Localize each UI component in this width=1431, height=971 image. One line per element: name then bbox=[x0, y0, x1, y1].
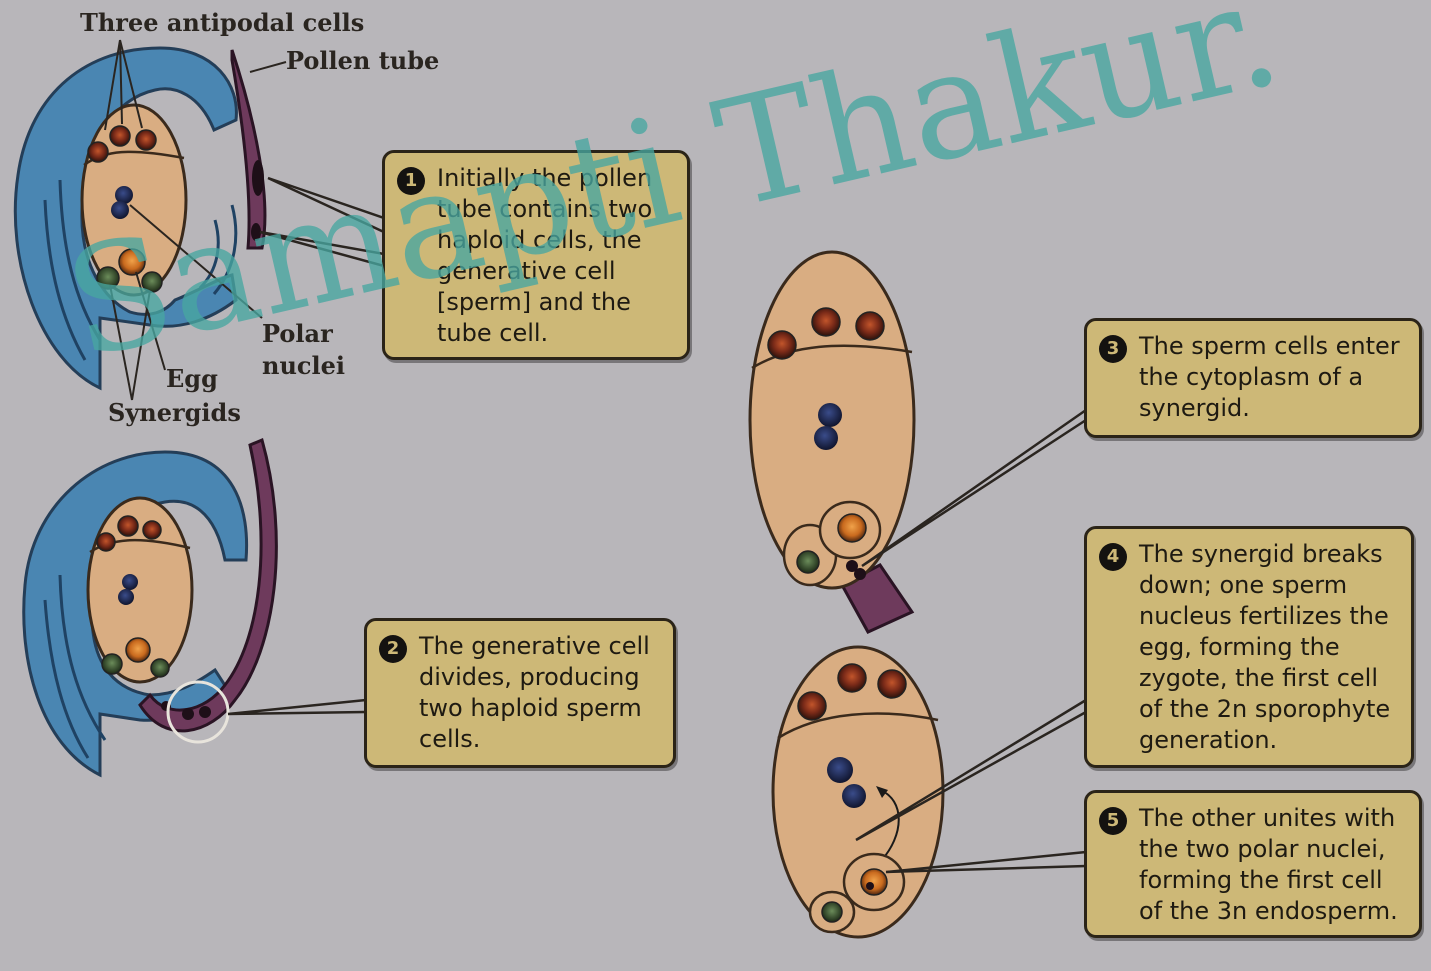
step-1-text: Initially the pollen tube contains two h… bbox=[437, 163, 673, 349]
label-pollen-tube: Pollen tube bbox=[286, 46, 439, 75]
embryo-sac-fertilization bbox=[773, 647, 943, 937]
step-5-callout: 5 The other unites with the two polar nu… bbox=[1084, 790, 1422, 938]
step-5-text: The other unites with the two polar nucl… bbox=[1139, 803, 1405, 927]
step-2-text: The generative cell divides, producing t… bbox=[419, 631, 659, 755]
step-4-text: The synergid breaks down; one sperm nucl… bbox=[1139, 539, 1397, 756]
step-1-number: 1 bbox=[397, 167, 425, 195]
label-synergids: Synergids bbox=[108, 398, 241, 427]
ovule-middle bbox=[24, 440, 277, 775]
ovule-top bbox=[15, 40, 286, 400]
step-4-callout: 4 The synergid breaks down; one sperm nu… bbox=[1084, 526, 1414, 768]
step-1-callout: 1 Initially the pollen tube contains two… bbox=[382, 150, 690, 360]
embryo-sac-entry bbox=[750, 252, 914, 632]
label-polar-nuclei: Polar nuclei bbox=[262, 318, 345, 382]
label-antipodal-cells: Three antipodal cells bbox=[80, 8, 364, 37]
label-egg: Egg bbox=[166, 364, 218, 393]
step-3-number: 3 bbox=[1099, 335, 1127, 363]
step-5-number: 5 bbox=[1099, 807, 1127, 835]
step-4-number: 4 bbox=[1099, 543, 1127, 571]
pollen-tube-top bbox=[232, 50, 265, 248]
step-2-number: 2 bbox=[379, 635, 407, 663]
step-2-callout: 2 The generative cell divides, producing… bbox=[364, 618, 676, 768]
step-3-text: The sperm cells enter the cytoplasm of a… bbox=[1139, 331, 1405, 424]
step-3-callout: 3 The sperm cells enter the cytoplasm of… bbox=[1084, 318, 1422, 438]
